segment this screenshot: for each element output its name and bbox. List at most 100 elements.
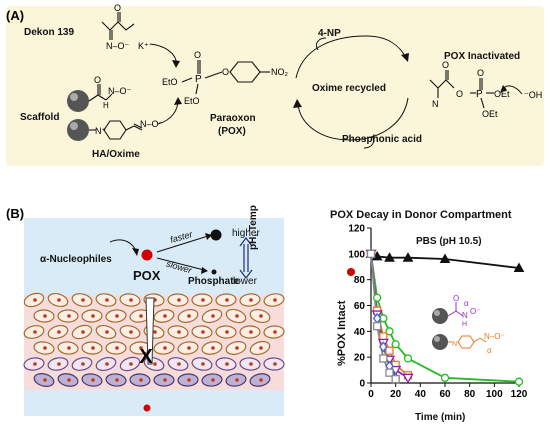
ha-n: N–O⁻ bbox=[108, 86, 132, 96]
cell-nucleus bbox=[105, 298, 109, 302]
cell-nucleus bbox=[57, 298, 61, 302]
pox-label-b: POX bbox=[133, 268, 161, 283]
cell-nucleus bbox=[187, 346, 191, 350]
scaffold-label: Scaffold bbox=[20, 112, 60, 123]
arrowhead bbox=[172, 60, 180, 68]
cell-nucleus bbox=[225, 362, 229, 366]
receptor-compartment bbox=[24, 390, 284, 416]
x-tick-label: 60 bbox=[439, 389, 451, 400]
cell-nucleus bbox=[235, 314, 239, 318]
cell-nucleus bbox=[43, 346, 47, 350]
x-tick-label: 80 bbox=[464, 389, 476, 400]
cell-nucleus bbox=[105, 362, 109, 366]
paraoxon-o-top: O bbox=[194, 50, 201, 60]
cell-nucleus bbox=[211, 314, 215, 318]
donor-compartment bbox=[24, 218, 284, 296]
y-tick-label: 40 bbox=[354, 327, 366, 338]
cell-nucleus bbox=[57, 362, 61, 366]
sphere-highlight bbox=[434, 310, 440, 316]
four-np-release-arrow bbox=[315, 37, 327, 51]
cell-nucleus bbox=[33, 330, 37, 334]
dekon-o: O bbox=[114, 3, 121, 13]
legend-ha-alpha: α bbox=[464, 299, 469, 308]
cell-nucleus bbox=[177, 362, 181, 366]
cell-nucleus bbox=[259, 346, 263, 350]
oxime-recycled-label: Oxime recycled bbox=[312, 83, 386, 94]
cell-nucleus bbox=[115, 314, 119, 318]
phosphate-fast-dot bbox=[210, 229, 222, 241]
cell-nucleus bbox=[225, 298, 229, 302]
data-point bbox=[384, 252, 395, 262]
faster-arrow bbox=[156, 235, 209, 253]
legend-ha-h: H bbox=[462, 321, 467, 328]
phosphate-label: Phosphate bbox=[188, 276, 240, 287]
dekon-noxime: N–O⁻ bbox=[106, 41, 130, 51]
legend-oxime-alpha: α bbox=[487, 346, 492, 355]
cell-nucleus bbox=[201, 362, 205, 366]
data-point bbox=[514, 377, 524, 386]
data-point bbox=[373, 322, 382, 331]
legend-sphere-oxime bbox=[432, 334, 448, 350]
skin-schematic: X bbox=[23, 218, 285, 416]
cell-nucleus bbox=[105, 330, 109, 334]
cell-nucleus bbox=[129, 298, 133, 302]
cell-nucleus bbox=[163, 346, 167, 350]
arrowhead bbox=[293, 99, 302, 108]
arrowhead bbox=[201, 267, 208, 274]
cell-nucleus bbox=[91, 378, 95, 382]
higher-label: higher bbox=[232, 228, 260, 239]
dekon-structure bbox=[101, 12, 135, 40]
inact-o3: O bbox=[477, 68, 484, 78]
inact-oet1: OEt bbox=[494, 89, 510, 99]
nucleophiles-label: α-Nucleophiles bbox=[40, 254, 112, 265]
arrowhead bbox=[174, 97, 182, 105]
sphere-highlight bbox=[70, 122, 78, 130]
legend-sphere-ha bbox=[432, 308, 448, 324]
cell-nucleus bbox=[211, 346, 215, 350]
cell-nucleus bbox=[57, 330, 61, 334]
skin-cells bbox=[23, 292, 285, 387]
cell-nucleus bbox=[235, 346, 239, 350]
panel-a-background bbox=[6, 6, 544, 166]
legend-oxime-n: N–O⁻ bbox=[484, 332, 505, 341]
block-x: X bbox=[139, 346, 153, 368]
cell-nucleus bbox=[163, 314, 167, 318]
pyridinium-ring bbox=[89, 120, 143, 140]
chart-xlabel: Time (min) bbox=[415, 412, 466, 423]
cell-nucleus bbox=[153, 362, 157, 366]
cell-nucleus bbox=[225, 330, 229, 334]
panel-b-label: (B) bbox=[6, 206, 25, 221]
data-point bbox=[366, 249, 376, 258]
paraoxon-eto2: EtO bbox=[184, 96, 200, 106]
cell-nucleus bbox=[67, 378, 71, 382]
inact-p: P bbox=[476, 89, 483, 100]
cell-nucleus bbox=[211, 378, 215, 382]
cell-nucleus bbox=[273, 362, 277, 366]
data-point bbox=[402, 252, 414, 262]
x-tick-label: 0 bbox=[368, 389, 374, 400]
cell-nucleus bbox=[163, 378, 167, 382]
cell-nucleus bbox=[91, 346, 95, 350]
cell-nucleus bbox=[33, 298, 37, 302]
pyr-n: N⁺ bbox=[95, 126, 106, 136]
cell-nucleus bbox=[81, 298, 85, 302]
paraoxon-bonds bbox=[181, 60, 270, 95]
slower-arrow bbox=[156, 257, 205, 271]
cell-nucleus bbox=[201, 298, 205, 302]
paraoxon-p: P bbox=[195, 74, 202, 85]
cell-nucleus bbox=[273, 330, 277, 334]
hydroxamic-bonds bbox=[88, 84, 113, 102]
cell-nucleus bbox=[249, 330, 253, 334]
legend-ha-o: O bbox=[453, 294, 459, 303]
y-tick-label: 120 bbox=[348, 224, 365, 235]
ha-h: H bbox=[103, 101, 109, 110]
x-tick-label: 20 bbox=[390, 389, 402, 400]
hydroxide: ⁻OH bbox=[524, 90, 542, 100]
sphere-highlight bbox=[434, 336, 440, 342]
legend-oxime-n-plus: N⁺ bbox=[452, 341, 461, 348]
paraoxon-no2: NO₂ bbox=[271, 67, 289, 77]
data-point bbox=[391, 374, 400, 384]
dekon-k: K⁺ bbox=[138, 41, 149, 51]
permeated-pox-dot bbox=[143, 404, 151, 412]
